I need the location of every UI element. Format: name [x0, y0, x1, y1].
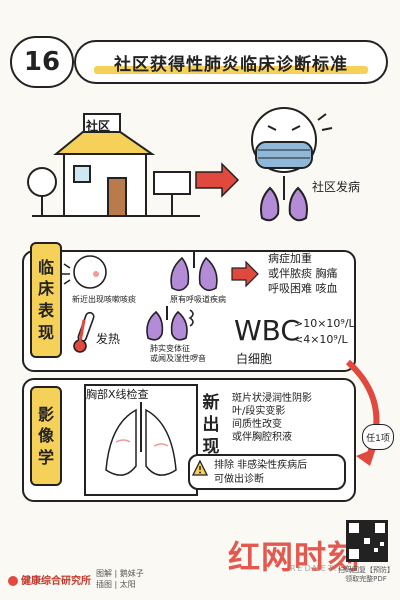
any-one-label: 任1项: [362, 424, 394, 450]
credit-line: 插图 | 太阳: [96, 580, 136, 590]
curved-arrow-icon: [345, 360, 380, 466]
new-char: 现: [202, 437, 220, 458]
clinical-tab: 临 床 表 现: [30, 242, 62, 358]
worsen-line: 呼吸困难 咳血: [268, 281, 338, 295]
wbc-cn: 白细胞: [236, 352, 273, 366]
wbc-range: >10×10⁹/L <4×10⁹/L: [294, 316, 355, 348]
xray-lungs-icon: [105, 402, 177, 476]
imaging-tab: 影 像 学: [30, 386, 62, 486]
org-logo-icon: [8, 576, 18, 586]
title-highlight: [94, 66, 368, 74]
wbc-label: WBC: [234, 314, 300, 347]
tab-char: 影: [37, 404, 54, 424]
finding-item: 或伴胸腔积液: [232, 432, 292, 443]
finding-item: 间质性改变: [232, 419, 282, 430]
worsen-line: 病症加重: [268, 252, 312, 265]
symptom-worsen: 原有呼吸道疾病: [170, 295, 226, 304]
tab-char: 床: [37, 279, 54, 299]
tab-char: 学: [37, 447, 54, 467]
org-text: 健康综合研究所: [21, 576, 91, 587]
lung-signs: 肺实变体征 或闻及湿性啰音: [150, 344, 206, 363]
tab-char: 像: [37, 426, 54, 446]
tab-char: 表: [37, 301, 54, 320]
masked-face-icon: [251, 107, 333, 222]
number: 16: [23, 47, 61, 77]
qr-caption: 扫码回复【预防】 领取完整PDF: [334, 566, 398, 584]
qr-code[interactable]: [346, 520, 388, 562]
lungs-signs-icon: [146, 306, 194, 341]
thermometer-icon: [73, 311, 95, 353]
wbc-low: <4×10⁹/L: [294, 332, 348, 346]
new-char: 出: [202, 415, 220, 436]
tab-char: 临: [37, 257, 54, 277]
number-badge: 16: [10, 36, 74, 88]
arrow-right-icon: [231, 260, 259, 288]
qr-caption-line: 扫码回复【预防】: [338, 566, 394, 574]
lung-signs-line: 肺实变体征: [150, 344, 190, 353]
top-illustration: [27, 107, 333, 222]
title-text: 社区获得性肺炎临床诊断标准: [114, 54, 348, 75]
symptom-cough: 新近出现咳嗽咳痰: [72, 295, 136, 304]
qr-caption-line: 领取完整PDF: [345, 575, 387, 584]
house-sign: 社区: [86, 119, 111, 133]
credit-line: 图解 | 鹅妹子: [96, 569, 144, 578]
finding-item: 叶/段实变影: [232, 406, 286, 417]
finding-item: 斑片状浸润性阴影: [232, 393, 312, 404]
house-icon: [27, 113, 200, 217]
xray-title: 胸部X线检查: [86, 388, 149, 401]
fever-label: 发热: [96, 332, 121, 346]
credits: 图解 | 鹅妹子 插图 | 太阳: [96, 568, 144, 590]
warning-icon: [192, 460, 208, 476]
new-appear: 新 出 现: [196, 392, 226, 478]
qr-pattern-icon: [349, 523, 385, 559]
new-char: 新: [202, 393, 220, 413]
arrow-right-icon: [195, 162, 240, 198]
lungs-icon: [170, 252, 218, 292]
onset-label: 社区发病: [312, 180, 361, 194]
findings-list: 斑片状浸润性阴影 叶/段实变影 间质性改变 或伴胸腔积液: [232, 392, 312, 444]
any-one-text: 任1项: [366, 433, 390, 444]
tab-char: 现: [37, 322, 54, 342]
page-title: 社区获得性肺炎临床诊断标准: [74, 40, 388, 84]
org-name: 健康综合研究所: [8, 572, 91, 587]
worsen-result: 病症加重 或伴脓痰 胸痛 呼吸困难 咳血: [268, 252, 338, 297]
watermark: 红网时刻: [228, 538, 361, 576]
warning-box: 排除 非感染性疾病后 可做出诊断: [188, 454, 346, 490]
watermark-sub: REDNET.CN: [290, 564, 354, 573]
lung-signs-line: 或闻及湿性啰音: [150, 353, 206, 363]
worsen-line: 或伴脓痰 胸痛: [268, 266, 338, 280]
warning-line: 排除 非感染性疾病后: [214, 460, 308, 471]
coughing-face-icon: [62, 255, 107, 289]
clinical-illustrations: [62, 252, 259, 353]
wbc-high: >10×10⁹/L: [294, 317, 355, 330]
warning-line: 可做出诊断: [214, 474, 264, 485]
